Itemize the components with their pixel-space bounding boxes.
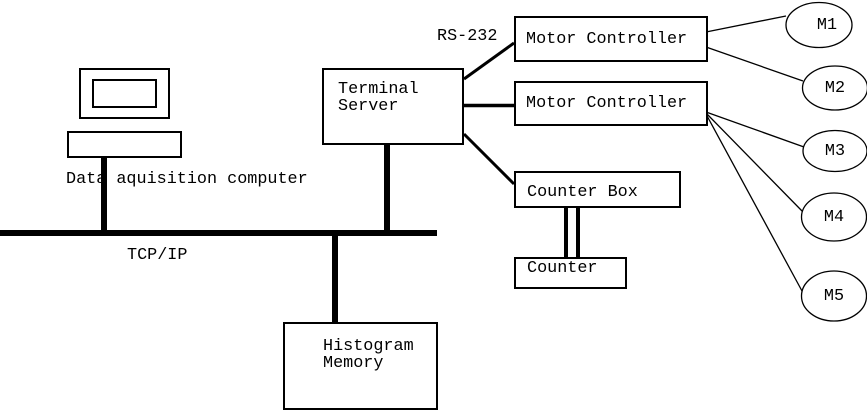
motor-controller-1-node: Motor Controller (514, 16, 708, 62)
terminal-server-to-counter-box-line (462, 132, 516, 186)
terminal-server-bus-drop-line (384, 145, 390, 230)
motor-m3-label: M3 (824, 142, 846, 161)
counter-node: Counter (514, 257, 627, 289)
motor-controller-2-node: Motor Controller (514, 81, 708, 126)
motor-m5-label: M5 (823, 287, 845, 306)
histogram-memory-bus-drop-line (332, 236, 338, 322)
motor-m1-ellipse (785, 1, 853, 49)
counter-box-node: Counter Box (514, 171, 681, 208)
motor-controller-2-to-m3-line (705, 111, 805, 148)
motor-m1-label: M1 (816, 16, 838, 35)
tcp-ip-bus-line (0, 230, 437, 236)
tcp-ip-bus-label: TCP/IP (127, 246, 188, 265)
motor-m2-ellipse (801, 65, 867, 111)
counter-box-to-counter-line-2 (576, 208, 580, 259)
motor-controller-1-to-m2-line (705, 46, 804, 82)
computer-bus-drop-line (101, 157, 107, 230)
terminal-server-to-motor-controller-1-line (463, 41, 515, 81)
rs-232-link-label: RS-232 (437, 27, 498, 46)
data-acquisition-computer-label: Data aquisition computer (66, 170, 308, 189)
computer-screen-icon (92, 79, 157, 108)
computer-base-icon (67, 131, 182, 158)
motor-m3-ellipse (802, 129, 867, 173)
histogram-memory-node: Histogram Memory (283, 322, 438, 410)
motor-controller-2-to-m4-line (705, 112, 804, 213)
motor-controller-2-to-m5-line (705, 113, 803, 292)
motor-m4-label: M4 (823, 208, 845, 227)
motor-m2-label: M2 (824, 79, 846, 98)
terminal-server-node: Terminal Server (322, 68, 464, 145)
motor-controller-1-to-m1-line (705, 15, 787, 33)
counter-box-to-counter-line-1 (564, 208, 568, 259)
